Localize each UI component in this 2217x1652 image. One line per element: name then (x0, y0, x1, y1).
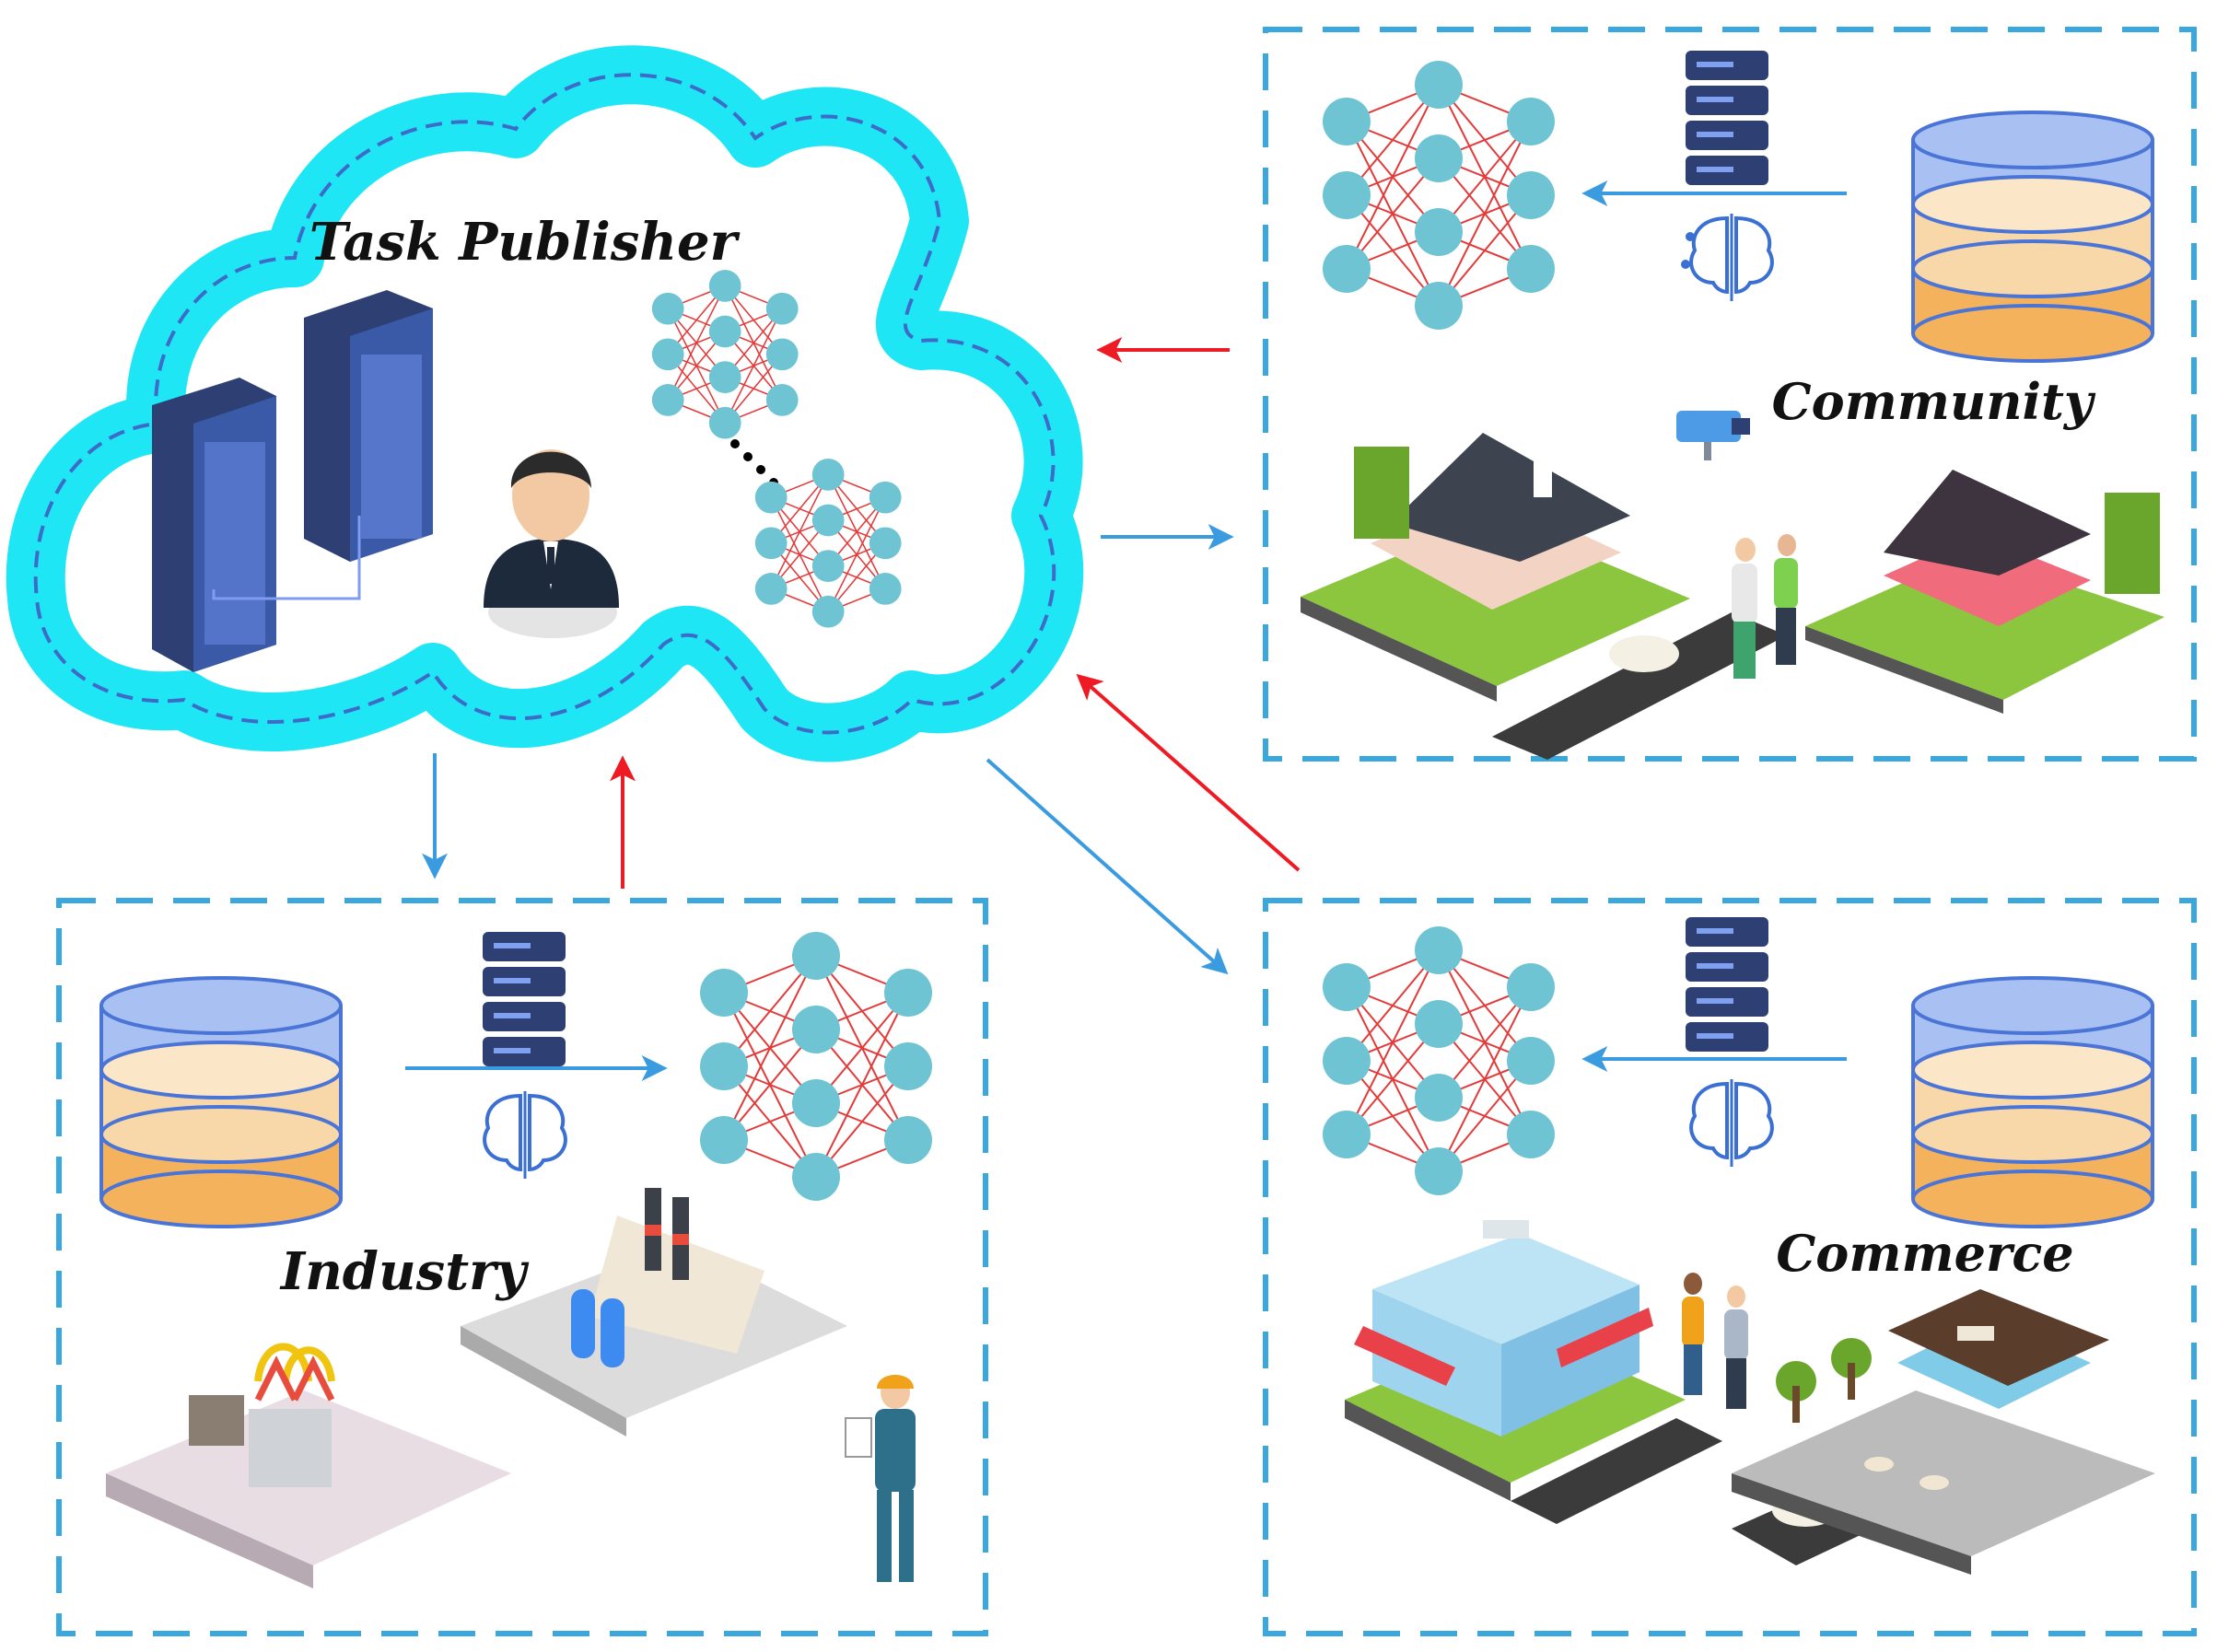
arrow-commerce-to-cloud (1076, 673, 1301, 872)
ai-brain-icon (1681, 214, 1774, 301)
server-stack-icon (483, 932, 566, 1066)
neural-network-icon (700, 932, 932, 1201)
community-label: Community (1772, 372, 2096, 431)
neural-network-icon (1323, 926, 1555, 1195)
commerce-label: Commerce (1776, 1224, 2073, 1283)
database-icon (1911, 111, 2154, 363)
neural-network-icon (754, 459, 902, 628)
user-avatar-icon (484, 449, 619, 638)
server-rack-icon (152, 290, 433, 672)
people-icon (1732, 534, 1798, 679)
substation-icon (106, 1343, 511, 1588)
industry-label: Industry (279, 1241, 530, 1302)
shop-icon (1345, 1220, 1686, 1501)
cafe-icon (1732, 1289, 2155, 1575)
arrow-cloud-to-commerce (986, 758, 1229, 975)
commerce-panel: Commerce (1263, 898, 2197, 1636)
industry-panel: Industry (56, 898, 988, 1636)
community-panel: Community (1263, 27, 2197, 762)
ai-brain-icon (1689, 1079, 1774, 1167)
house-icon (1301, 433, 1690, 702)
ai-brain-icon (483, 1091, 567, 1179)
server-stack-icon (1686, 917, 1768, 1052)
neural-network-icon (651, 270, 799, 439)
database-icon (1911, 976, 2154, 1228)
people-icon (1682, 1273, 1748, 1409)
flow-arrows (422, 337, 1301, 975)
task-publisher-cloud: Task Publisher (6, 45, 1084, 762)
camera-icon (1676, 411, 1750, 460)
factory-icon (461, 1188, 847, 1437)
neural-network-icon (1323, 61, 1555, 330)
worker-icon (845, 1375, 916, 1582)
road-icon (1492, 612, 1787, 760)
publisher-label: Task Publisher (309, 212, 741, 273)
server-stack-icon (1686, 51, 1768, 185)
house-icon (1805, 470, 2164, 714)
database-icon (99, 976, 343, 1228)
